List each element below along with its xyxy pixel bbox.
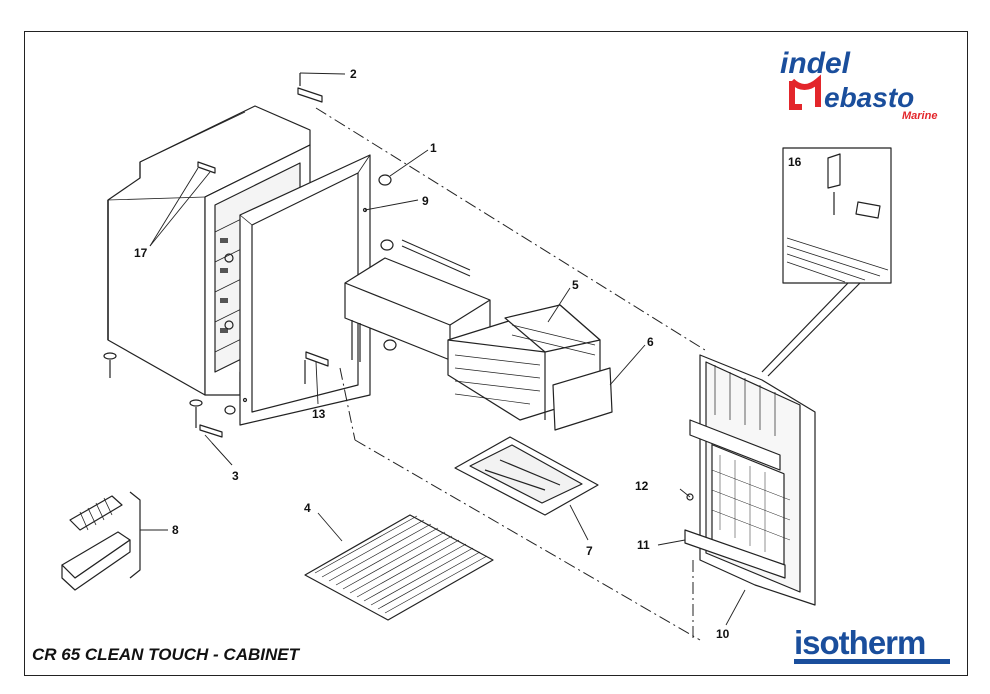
callout-6: 6: [647, 335, 654, 349]
drawing-frame: [24, 31, 968, 676]
isotherm-underline: [794, 659, 950, 664]
callout-8: 8: [172, 523, 179, 537]
hinge-and-feet: [103, 73, 329, 438]
detail-inset: [761, 147, 892, 377]
callout-2: 2: [350, 67, 357, 81]
leader-lines: [140, 72, 746, 626]
callout-17: 17: [134, 246, 148, 260]
front-frame: [239, 154, 371, 426]
logo-line-ebasto: ebasto: [824, 82, 914, 113]
flap-panel: [552, 367, 613, 431]
isotherm-logo-text: isotherm: [794, 624, 925, 661]
callout-10: 10: [716, 627, 730, 641]
evaporator-box: [344, 239, 491, 362]
callout-9: 9: [422, 194, 429, 208]
wire-shelf: [304, 514, 494, 621]
callout-4: 4: [304, 501, 311, 515]
assembly-lines: [315, 107, 706, 641]
drip-tray: [454, 436, 599, 516]
logo-line-indel: indel: [780, 47, 851, 80]
webasto-w-mark: [789, 74, 821, 110]
callout-7: 7: [586, 544, 593, 558]
callout-12: 12: [635, 479, 649, 493]
callout-1: 1: [430, 141, 437, 155]
callout-11: 11: [637, 538, 650, 552]
isotherm-logo: isotherm: [794, 624, 950, 664]
logo-line-marine: Marine: [902, 110, 937, 122]
callout-5: 5: [572, 278, 579, 292]
callout-3: 3: [232, 469, 239, 483]
plug-caps: [224, 174, 397, 415]
callout-13: 13: [312, 407, 326, 421]
ice-tray-set: [61, 491, 141, 591]
callout-16: 16: [788, 155, 802, 169]
page-title: CR 65 CLEAN TOUCH - CABINET: [32, 645, 299, 664]
door-assembly: [684, 354, 816, 606]
indel-webasto-logo: indel ebasto Marine: [780, 47, 937, 122]
